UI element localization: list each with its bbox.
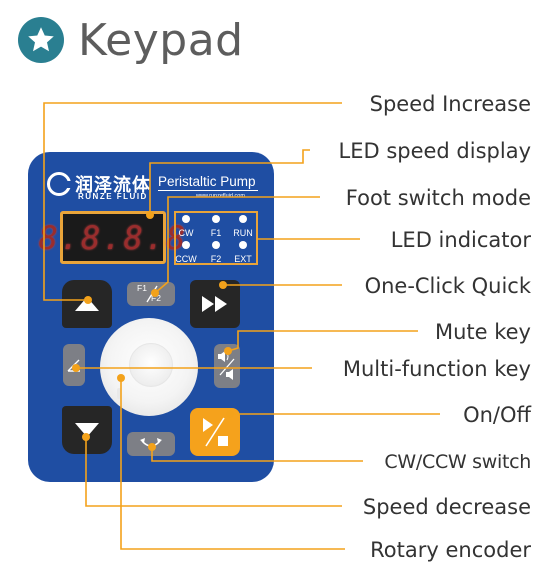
callout-dot-on-off [226,410,234,418]
indicator-label-f1: F1 [210,228,222,238]
callout-led-indicator: LED indicator [390,228,531,252]
speed-decrease-button[interactable] [62,406,112,454]
f1-label: F1 [137,283,147,293]
indicator-led-run [239,215,247,223]
indicator-led-ccw [182,241,190,249]
callout-on-off: On/Off [463,403,531,427]
callout-multi-function-key: Multi-function key [342,357,531,381]
callout-led-speed-display: LED speed display [338,139,532,163]
callout-dot-speed-increase [84,296,92,304]
play-stop-icon [203,417,228,447]
rotary-encoder-cap [129,343,173,387]
triangle-up-icon [75,297,99,311]
indicator-label-cw: CW [178,228,194,238]
f1-f2-mode-button[interactable] [127,282,175,306]
callout-dot-speed-decrease [82,433,90,441]
callout-dot-rotary-encoder [117,374,125,382]
star-icon [18,17,64,63]
speed-increase-button[interactable] [62,280,112,328]
model-name: Peristaltic Pump [158,174,256,189]
page-title: Keypad [78,14,244,66]
led-speed-display: 8.8.8.8 [39,211,185,264]
callout-cw-ccw-switch: CW/CCW switch [384,451,531,473]
indicator-label-run: RUN [233,228,253,238]
callout-one-click-quick: One-Click Quick [364,274,531,298]
callout-mute-key: Mute key [434,320,531,344]
callout-speed-decrease: Speed decrease [362,495,531,519]
led-digits: 8.8.8.8 [38,218,188,257]
indicator-led-f1 [212,215,220,223]
callout-foot-switch-mode: Foot switch mode [345,186,531,210]
indicator-led-f2 [212,241,220,249]
callout-dot-mute [224,347,232,355]
indicator-led-cw [182,215,190,223]
led-indicator-panel [174,211,258,265]
f2-label: F2 [151,293,161,303]
brand-name-cn: 润泽流体 [75,175,151,196]
indicator-label-ccw: CCW [175,254,197,264]
brand-logo-icon [47,172,71,196]
triangle-down-icon [75,423,99,437]
one-click-quick-button[interactable] [190,280,240,328]
callout-dot-one-click [219,281,227,289]
indicator-label-f2: F2 [210,254,222,264]
indicator-led-ext [239,241,247,249]
callout-rotary-encoder: Rotary encoder [370,538,531,562]
brand-name-en: RUNZE FLUID [78,192,148,201]
callout-dot-multi-function [72,364,80,372]
callout-speed-increase: Speed Increase [369,92,531,116]
rotary-encoder-indicator [117,388,121,399]
callout-dot-led-display [146,211,154,219]
speaker-mute-icon [218,351,235,380]
callout-dot-cw-ccw [148,443,156,451]
fast-forward-icon [202,296,227,312]
indicator-label-ext: EXT [234,254,252,264]
model-underline [158,190,258,191]
brand-logo: 润泽流体 [47,171,151,197]
callout-dot-foot-switch [151,289,159,297]
page-header: Keypad [18,14,244,66]
website-label: www.runzefluid.com [196,193,245,199]
